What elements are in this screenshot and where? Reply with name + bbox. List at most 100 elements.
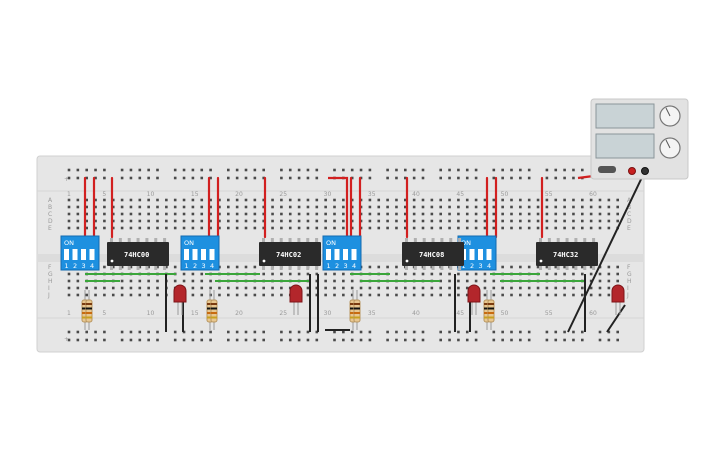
hole[interactable] [156,212,159,216]
rail-hole[interactable] [501,338,504,342]
rail-hole[interactable] [465,176,469,180]
rail-hole[interactable] [244,168,248,172]
hole[interactable] [492,205,496,209]
rail-hole[interactable] [386,338,389,342]
hole[interactable] [607,293,611,297]
hole[interactable] [545,219,549,223]
rail-hole[interactable] [156,168,159,172]
hole[interactable] [191,212,195,216]
hole[interactable] [147,279,150,283]
hole[interactable] [492,286,496,290]
hole[interactable] [439,226,442,230]
hole[interactable] [581,205,584,209]
hole[interactable] [359,293,363,297]
hole[interactable] [439,293,442,297]
hole[interactable] [519,212,522,216]
hole[interactable] [218,219,221,223]
hole[interactable] [342,205,345,209]
rail-hole[interactable] [474,338,478,342]
rail-hole[interactable] [244,176,248,180]
rail-hole[interactable] [581,338,584,342]
hole[interactable] [94,198,97,202]
resistor[interactable] [487,290,495,330]
hole[interactable] [492,219,496,223]
hole[interactable] [395,219,398,223]
rail-hole[interactable] [474,330,478,334]
hole[interactable] [589,279,593,283]
hole[interactable] [572,272,575,276]
rail-hole[interactable] [510,168,513,172]
rail-hole[interactable] [581,168,584,172]
hole[interactable] [324,293,327,297]
rail-hole[interactable] [288,330,292,334]
hole[interactable] [138,205,142,209]
hole[interactable] [129,198,133,202]
hole[interactable] [589,219,593,223]
hole[interactable] [218,205,221,209]
rail-hole[interactable] [280,330,283,334]
rail-hole[interactable] [200,168,204,172]
leds[interactable] [173,284,625,315]
rail-hole[interactable] [404,330,407,334]
hole[interactable] [280,293,283,297]
hole[interactable] [147,226,150,230]
hole[interactable] [430,272,434,276]
hole[interactable] [430,198,434,202]
hole[interactable] [262,293,265,297]
rail-hole[interactable] [386,330,389,334]
hole[interactable] [457,286,460,290]
hole[interactable] [324,198,327,202]
rail-hole[interactable] [200,338,204,342]
hole[interactable] [581,198,584,202]
hole[interactable] [342,272,345,276]
hole[interactable] [129,265,133,269]
rail-hole[interactable] [297,168,301,172]
hole[interactable] [554,293,558,297]
rail-hole[interactable] [421,168,425,172]
hole[interactable] [395,226,398,230]
hole[interactable] [421,198,425,202]
rail-hole[interactable] [519,338,522,342]
hole[interactable] [412,226,416,230]
rail-hole[interactable] [386,176,389,180]
rail-hole[interactable] [395,330,398,334]
hole[interactable] [253,226,257,230]
hole[interactable] [527,205,531,209]
hole[interactable] [457,198,460,202]
hole[interactable] [129,205,133,209]
hole[interactable] [244,286,248,290]
led-red[interactable] [611,284,625,315]
hole[interactable] [94,219,97,223]
resistor[interactable] [349,290,357,330]
hole[interactable] [598,198,602,202]
hole[interactable] [598,272,602,276]
dip-toggle[interactable] [486,249,492,260]
hole[interactable] [377,212,381,216]
rail-hole[interactable] [138,176,142,180]
rail-hole[interactable] [235,176,239,180]
rail-hole[interactable] [465,168,469,172]
hole[interactable] [218,212,221,216]
hole[interactable] [156,293,159,297]
rail-hole[interactable] [404,168,407,172]
hole[interactable] [288,205,292,209]
hole[interactable] [191,198,195,202]
resistors[interactable] [81,290,495,330]
logic-chip[interactable]: 74HC00 [107,238,169,270]
hole[interactable] [306,219,310,223]
rail-hole[interactable] [581,330,584,334]
hole[interactable] [519,293,522,297]
rail-hole[interactable] [510,176,513,180]
hole[interactable] [271,272,274,276]
hole[interactable] [439,272,442,276]
hole[interactable] [457,226,460,230]
hole[interactable] [103,265,106,269]
hole[interactable] [333,272,336,276]
resistor[interactable] [85,290,93,330]
hole[interactable] [554,286,558,290]
rail-hole[interactable] [306,330,310,334]
hole[interactable] [165,226,168,230]
rail-hole[interactable] [227,176,230,180]
hole[interactable] [589,272,593,276]
rail-hole[interactable] [227,330,230,334]
